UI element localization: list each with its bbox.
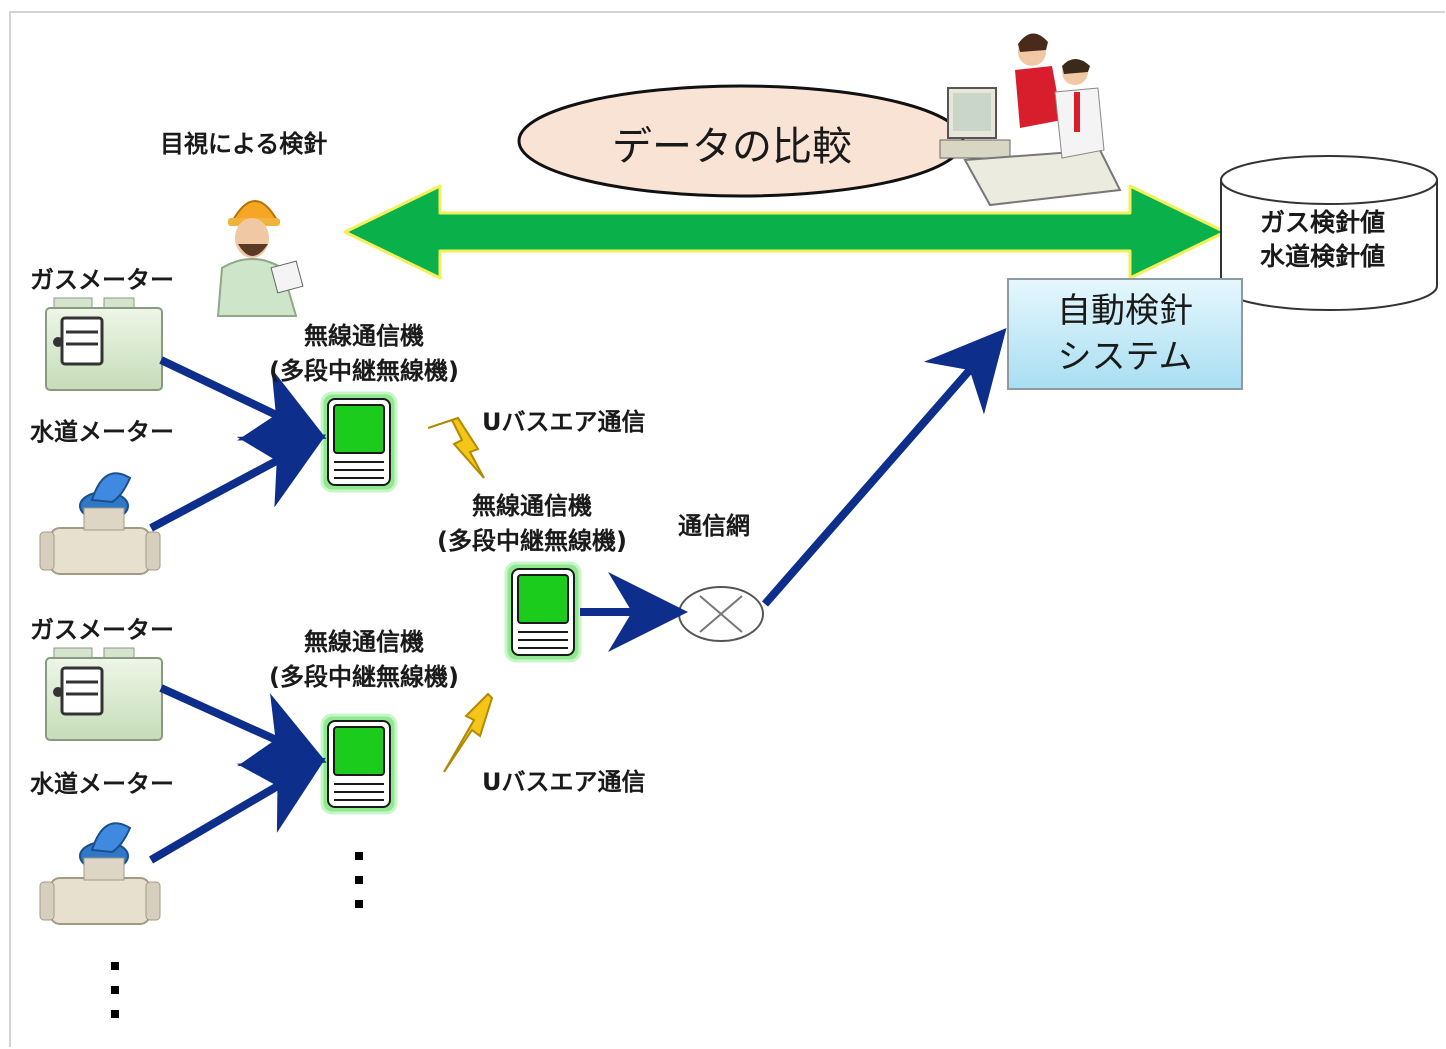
relay-device-icon — [504, 561, 582, 663]
water-meter-icon — [39, 472, 161, 575]
water-meter-label: 水道メーター — [30, 770, 174, 798]
database-label: ガス検針値 水道検針値 — [1260, 206, 1385, 274]
continuation-dots — [355, 852, 363, 908]
relay-device-icon — [320, 391, 398, 493]
arrow-network-to-system — [761, 327, 1007, 607]
frame-border — [9, 11, 1445, 1047]
arrow-water-to-relay — [148, 757, 326, 864]
database-label-line2: 水道検針値 — [1260, 242, 1386, 271]
visual-inspection-label: 目視による検針 — [160, 130, 328, 158]
comparison-double-arrow — [343, 184, 1227, 280]
air-comm-label: Uバスエア通信 — [482, 408, 646, 436]
arrow-gas-to-relay — [159, 684, 327, 767]
network-label: 通信網 — [678, 512, 750, 540]
lightning-icon — [427, 416, 485, 479]
relay-label-line1: 無線通信機 — [304, 628, 424, 656]
water-meter-icon — [39, 822, 161, 925]
system-label-line1: 自動検針 — [1057, 291, 1193, 331]
database-cylinder-icon — [1220, 155, 1438, 311]
relay-label-line2: (多段中継無線機) — [269, 357, 459, 385]
database-label-line1: ガス検針値 — [1260, 208, 1386, 237]
relay-label: 無線通信機 (多段中継無線機) — [254, 622, 474, 692]
air-comm-label: Uバスエア通信 — [482, 768, 646, 796]
arrow-gas-to-relay — [159, 356, 327, 441]
gas-meter-label: ガスメーター — [30, 616, 174, 644]
relay-device-icon — [320, 713, 398, 815]
inspector-icon — [216, 200, 304, 317]
arrow-water-to-relay — [149, 434, 327, 532]
relay-label-line1: 無線通信機 — [304, 322, 424, 350]
office-workers-icon — [939, 33, 1122, 207]
relay-label-line2: (多段中継無線機) — [437, 527, 627, 555]
gas-meter-icon — [45, 297, 163, 391]
relay-label: 無線通信機 (多段中継無線機) — [254, 316, 474, 386]
relay-label-line1: 無線通信機 — [472, 492, 592, 520]
system-label-line2: システム — [1057, 337, 1193, 377]
system-label: 自動検針 システム — [1008, 288, 1242, 380]
comparison-label: データの比較 — [612, 124, 852, 170]
system-box — [1007, 278, 1243, 390]
relay-label-line2: (多段中継無線機) — [269, 663, 459, 691]
gas-meter-label: ガスメーター — [30, 266, 174, 294]
gas-meter-icon — [45, 647, 163, 741]
network-node-icon — [678, 586, 764, 642]
relay-label: 無線通信機 (多段中継無線機) — [422, 486, 642, 556]
lightning-icon — [443, 692, 494, 773]
continuation-dots — [111, 962, 119, 1018]
water-meter-label: 水道メーター — [30, 418, 174, 446]
